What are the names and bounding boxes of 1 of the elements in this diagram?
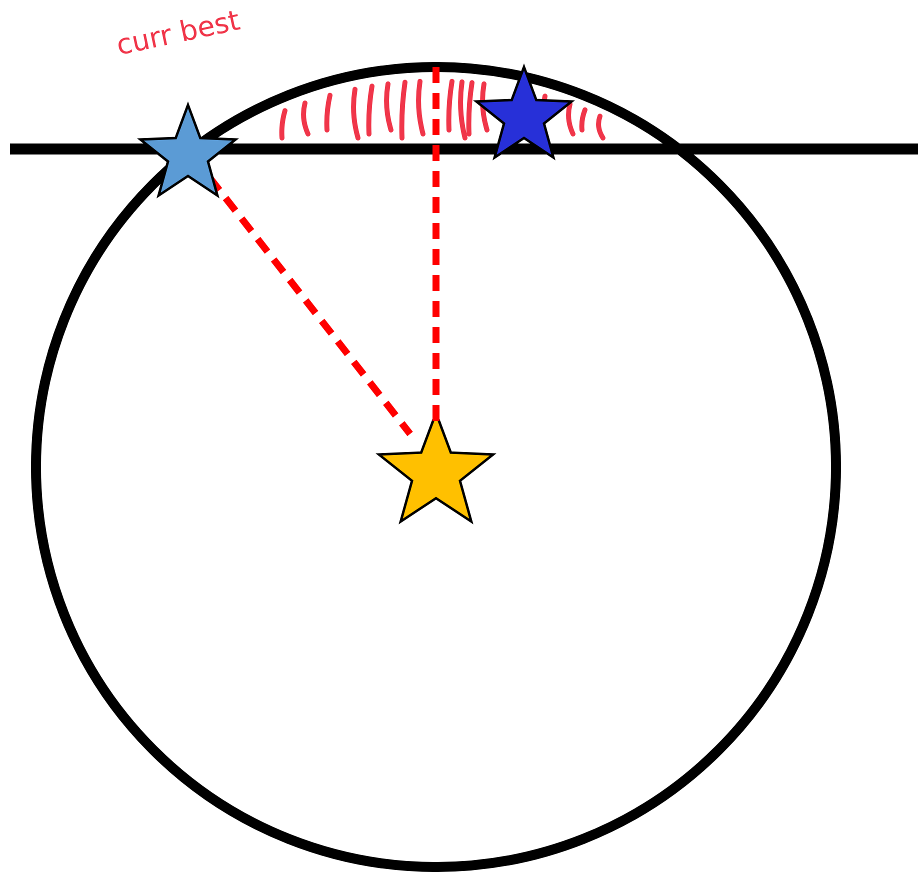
handwritten-note: curr best [114, 2, 244, 61]
